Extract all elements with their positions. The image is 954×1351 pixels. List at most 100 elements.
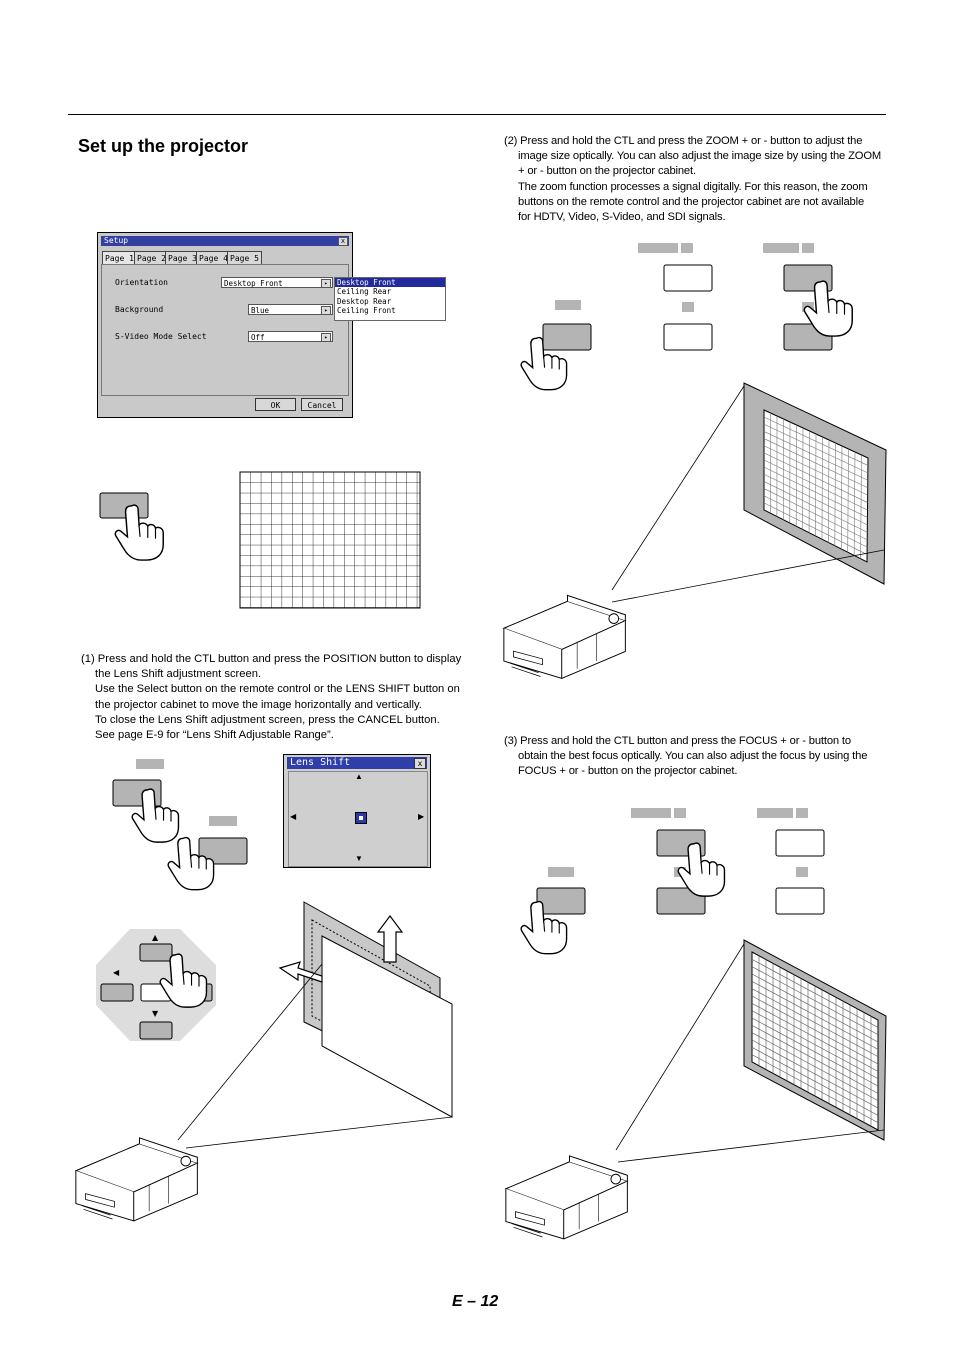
grid-line xyxy=(751,1047,879,1116)
grid-line xyxy=(751,1025,879,1094)
lens-shift-titlebar: Lens Shift x xyxy=(287,757,427,769)
grid-line xyxy=(751,1032,879,1101)
grid-line xyxy=(751,1017,879,1087)
orientation-label: Orientation xyxy=(115,278,168,287)
zoom-plus-button[interactable] xyxy=(775,829,825,857)
projector-illustration xyxy=(505,1155,628,1240)
setup-title: Setup xyxy=(104,236,129,245)
projection-line xyxy=(611,385,885,603)
grid-line xyxy=(751,1010,879,1079)
grid-line xyxy=(763,438,868,488)
position-button[interactable] xyxy=(198,837,248,865)
arrow-up-icon: ▲ xyxy=(152,933,159,942)
close-icon[interactable]: x xyxy=(338,237,348,246)
dropdown-arrow-icon: ▸ xyxy=(321,306,331,315)
grid-line xyxy=(763,416,869,466)
zoom-grid-lines xyxy=(763,412,869,559)
grid-line xyxy=(751,1039,879,1109)
arrow-down-icon: ▼ xyxy=(152,1009,159,1018)
grid-line xyxy=(763,452,868,503)
grid-line xyxy=(763,474,868,526)
lens-shift-title: Lens Shift xyxy=(290,757,351,768)
grid-line xyxy=(751,995,879,1065)
ok-button[interactable]: OK xyxy=(255,398,296,411)
grid-line xyxy=(751,966,879,1035)
grid-line xyxy=(751,1054,879,1123)
focus-label-plate xyxy=(763,243,799,253)
setup-panel xyxy=(101,264,349,396)
ctl-button[interactable] xyxy=(536,887,586,915)
shift-up-arrow-icon xyxy=(376,915,404,963)
focus-grid-lines xyxy=(751,955,879,1127)
grid-line xyxy=(763,502,868,555)
background-select[interactable]: Blue ▸ xyxy=(248,304,333,315)
focus-label-plate xyxy=(631,808,671,818)
zoom-minus-button[interactable] xyxy=(775,887,825,915)
arrow-left-icon: ◀ xyxy=(290,812,297,821)
setup-dialog: Setup x Page 1 Page 2 Page 3 Page 4 Page… xyxy=(97,232,353,418)
background-label: Background xyxy=(115,305,164,314)
dropdown-option[interactable]: Ceiling Front xyxy=(337,306,396,316)
arrow-left-icon: ◀ xyxy=(113,968,120,977)
step3-text: (3) Press and hold the CTL button and pr… xyxy=(504,735,868,778)
ctl-button[interactable] xyxy=(542,323,592,351)
grid-line xyxy=(763,466,868,518)
projection-line xyxy=(615,943,885,1163)
grid-line xyxy=(763,495,868,548)
grid-line xyxy=(751,973,879,1043)
arrow-right-icon: ▶ xyxy=(418,812,425,821)
grid-line xyxy=(751,959,879,1028)
label-plate xyxy=(796,867,808,877)
cancel-button[interactable]: Cancel xyxy=(301,398,343,411)
setup-titlebar: Setup x xyxy=(101,236,349,246)
page-title: Set up the projector xyxy=(78,136,249,156)
close-icon[interactable]: x xyxy=(414,758,426,769)
lens-position-marker[interactable] xyxy=(355,812,367,824)
svideo-value: Off xyxy=(251,333,265,342)
dropdown-option[interactable]: Desktop Rear xyxy=(337,296,392,306)
grid-line xyxy=(751,988,879,1057)
grid-line xyxy=(763,445,868,496)
grid-line xyxy=(763,481,868,533)
label-plate xyxy=(674,808,686,818)
header-rule xyxy=(68,114,886,115)
lens-shift-body: ▲ ▼ ◀ ▶ xyxy=(288,771,428,867)
grid-line xyxy=(763,431,868,481)
dropdown-arrow-icon: ▸ xyxy=(321,333,331,342)
grid-line xyxy=(763,488,868,540)
focus-minus-button[interactable] xyxy=(656,887,706,915)
grid-line xyxy=(751,981,879,1050)
select-left-button[interactable] xyxy=(100,983,134,1002)
projection-line xyxy=(177,963,453,1149)
step2-text: (2) Press and hold the CTL and press the… xyxy=(504,135,882,224)
arrow-up-icon: ▲ xyxy=(355,772,363,781)
dropdown-arrow-icon: ▸ xyxy=(321,279,331,288)
dropdown-option[interactable]: Desktop Front xyxy=(335,278,445,288)
grid-line xyxy=(763,424,868,474)
zoom-plus-button[interactable] xyxy=(663,264,713,292)
zoom-minus-button[interactable] xyxy=(663,323,713,351)
projector-illustration xyxy=(75,1137,198,1222)
position-label-plate xyxy=(209,816,237,826)
tab-page-5[interactable]: Page 5 xyxy=(227,251,262,265)
label-plate xyxy=(682,302,694,312)
step1-text: (1) Press and hold the CTL button and pr… xyxy=(81,653,462,742)
orientation-dropdown-list: Desktop Front Ceiling Rear Desktop Rear … xyxy=(334,277,446,321)
ctl-label-plate xyxy=(548,867,574,877)
dropdown-option[interactable]: Ceiling Rear xyxy=(337,287,392,297)
test-pattern-button[interactable] xyxy=(99,492,149,519)
lens-shift-window: Lens Shift x ▲ ▼ ◀ ▶ xyxy=(283,754,431,868)
select-down-button[interactable] xyxy=(139,1021,173,1040)
svideo-label: S-Video Mode Select xyxy=(115,332,207,341)
grid-line xyxy=(751,1003,879,1072)
label-plate xyxy=(681,243,693,253)
select-up-button[interactable] xyxy=(139,943,173,962)
orientation-value: Desktop Front xyxy=(224,279,283,288)
label-plate xyxy=(796,808,808,818)
orientation-select[interactable]: Desktop Front ▸ xyxy=(221,277,333,288)
zoom-label-plate xyxy=(757,808,793,818)
ctl-label-plate xyxy=(555,300,581,310)
svideo-select[interactable]: Off ▸ xyxy=(248,331,333,342)
zoom-label-plate xyxy=(638,243,678,253)
